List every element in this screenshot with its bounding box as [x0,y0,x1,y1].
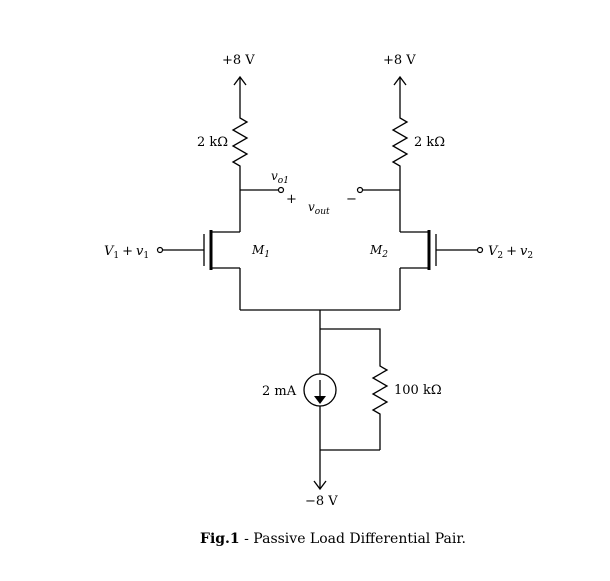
negative-supply-arrow [313,480,327,491]
rss-resistor [371,362,389,450]
negative-supply-label: −8 V [305,494,338,509]
rd2-resistor [391,110,409,180]
right-supply-arrow [393,75,407,110]
vout-minus-sign: − [346,192,357,207]
m1-transistor [203,230,241,310]
vo1-terminal [277,186,285,194]
vout-label: vout [308,200,330,217]
rd1-label: 2 kΩ [197,135,228,150]
vo1-label: vo1 [271,169,289,186]
current-source-label: 2 mA [262,384,297,399]
input-right-label: V2+v2 [488,244,533,261]
m2-label: M2 [369,243,388,260]
rd1-resistor [231,110,249,180]
current-source [303,373,337,407]
rss-label: 100 kΩ [394,383,442,398]
rss-top-wire [320,328,381,362]
rd2-label: 2 kΩ [414,135,445,150]
input-left-label: V1+v1 [104,244,149,261]
vout-plus-sign: + [286,192,297,207]
vo2-terminal [356,186,364,194]
m2-transistor [399,230,437,310]
right-supply-label: +8 V [383,53,416,68]
input-right-terminal [476,246,484,254]
input-left-terminal [156,246,164,254]
m1-label: M1 [251,243,270,260]
left-supply-label: +8 V [222,53,255,68]
figure-caption: Fig.1 - Passive Load Differential Pair. [200,531,466,547]
left-supply-arrow [233,75,247,110]
